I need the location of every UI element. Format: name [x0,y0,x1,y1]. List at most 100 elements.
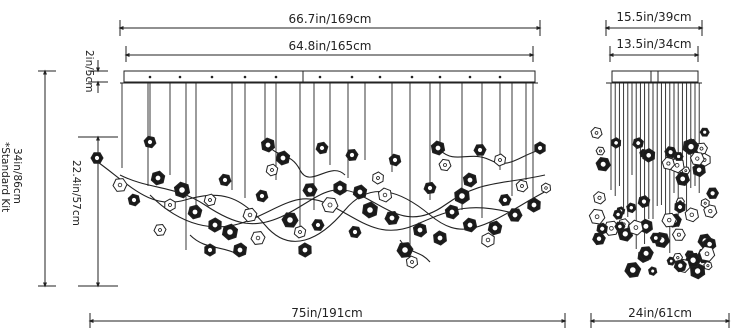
blossom [673,152,684,161]
mount-point [210,75,214,79]
blossom [689,151,705,166]
blossom [626,202,637,214]
blossom [493,153,507,167]
front-view-blossom-cluster [90,135,552,269]
total-drop-dimension [38,69,56,288]
blossom [699,127,710,137]
mount-point [468,75,472,79]
mount-point [438,75,442,79]
mount-point [378,75,382,79]
blossom [592,232,606,246]
canopy-height-label: 2in/5cm [83,50,95,92]
blossom [232,242,248,258]
blossom [433,230,447,246]
blossom [348,225,362,239]
blossom [593,191,606,205]
blossom [187,204,203,220]
blossom [507,208,523,222]
blossom [624,262,642,278]
blossom [674,200,686,214]
blossom [473,144,487,156]
blossom [265,163,279,177]
blossom [684,207,699,223]
vine-stem [264,139,346,178]
side-view-blossom-cluster [588,126,720,280]
front-canopy [120,70,538,84]
blossom [377,187,393,203]
blossom [281,212,299,228]
fixture-width-label: 75in/191cm [291,306,362,320]
mount-point [350,75,354,79]
fixture-width-dimension [88,313,567,328]
blossom [221,223,239,241]
blossom [405,255,419,269]
blossom [112,178,128,192]
side-overall-depth-label: 15.5in/39cm [616,10,691,24]
blossom [588,208,606,225]
blossom [698,245,716,262]
blossom [384,211,400,225]
blossom [481,232,495,248]
side-fixture-depth-label: 24in/61cm [628,306,692,320]
mount-point [410,75,414,79]
total-drop-note: *Standard Kit [0,142,11,212]
blossom [412,222,428,238]
blossom [487,220,503,236]
side-overall-depth-dimension [604,20,704,36]
blossom [372,171,384,185]
blossom [345,149,359,161]
blossom [90,152,104,164]
blossom [255,189,269,203]
blossom [143,135,157,149]
cluster-height-label: 22.4in/57cm [70,160,82,226]
blossom [333,180,347,196]
blossom [706,187,720,200]
blossom [540,182,552,194]
overall-canopy-width-label: 66.7in/169cm [289,12,372,26]
blossom [642,148,656,163]
blossom [218,173,232,187]
blossom [260,137,276,153]
blossom [127,193,141,207]
blossom [423,181,437,195]
blossom [315,141,329,155]
blossom [438,158,452,172]
blossom [527,197,541,213]
blossom [534,141,546,155]
blossom [321,197,339,213]
front-canopy-mount-points [148,75,502,79]
side-canopy [606,70,702,84]
blossom [673,259,687,273]
blossom [430,140,446,156]
canopy-height-dimension [88,60,108,93]
blossom [614,221,626,232]
blossom [454,187,470,205]
blossom [352,184,368,200]
canopy-bar-width-label: 64.8in/165cm [289,39,372,53]
blossom [682,138,700,155]
blossom [632,137,644,149]
blossom [664,146,677,159]
blossom [311,219,325,231]
blossom [208,217,222,233]
side-canopy-depth-dimension [608,46,700,62]
side-canopy-depth-label: 13.5in/34cm [616,37,691,51]
blossom [204,243,216,257]
side-fixture-depth-dimension [589,313,731,328]
blossom [595,156,611,172]
blossom [298,242,312,258]
blossom [362,201,378,219]
blossom [590,126,603,139]
blossom [596,222,608,235]
mount-point [243,75,247,79]
blossom [700,198,710,209]
blossom [164,198,176,212]
total-drop-label: 34in/86cm [11,148,23,204]
blossom [250,231,266,245]
blossom [638,246,654,261]
blossom [612,209,624,220]
vine-stem [439,149,541,164]
blossom [173,181,191,199]
blossom [515,179,529,193]
